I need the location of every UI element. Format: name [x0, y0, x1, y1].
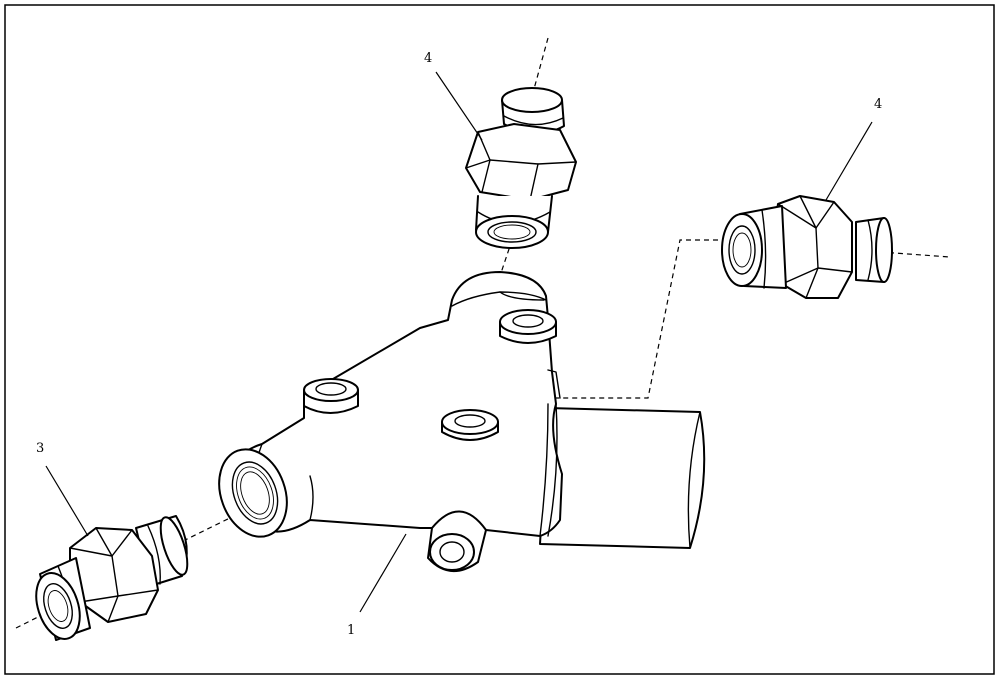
- callout-fitting-left: 3: [36, 441, 44, 456]
- fitting-top: [465, 87, 577, 249]
- leader-body: [359, 533, 407, 613]
- callout-body: 1: [347, 623, 355, 638]
- fitting-left: [35, 515, 189, 641]
- leader-lines: [45, 71, 873, 613]
- drawing-border: [4, 4, 995, 675]
- body-cylinder: [539, 407, 706, 549]
- callout-fitting-top: 4: [424, 51, 432, 66]
- leader-fitting-left: [45, 465, 89, 537]
- valve-body: [218, 271, 706, 572]
- leader-fitting-top: [435, 71, 483, 141]
- body-casting: [227, 271, 563, 537]
- fitting-right: [721, 195, 893, 299]
- leader-fitting-right: [825, 121, 873, 201]
- callout-fitting-right: 4: [874, 97, 882, 112]
- body-port-front: [218, 448, 288, 538]
